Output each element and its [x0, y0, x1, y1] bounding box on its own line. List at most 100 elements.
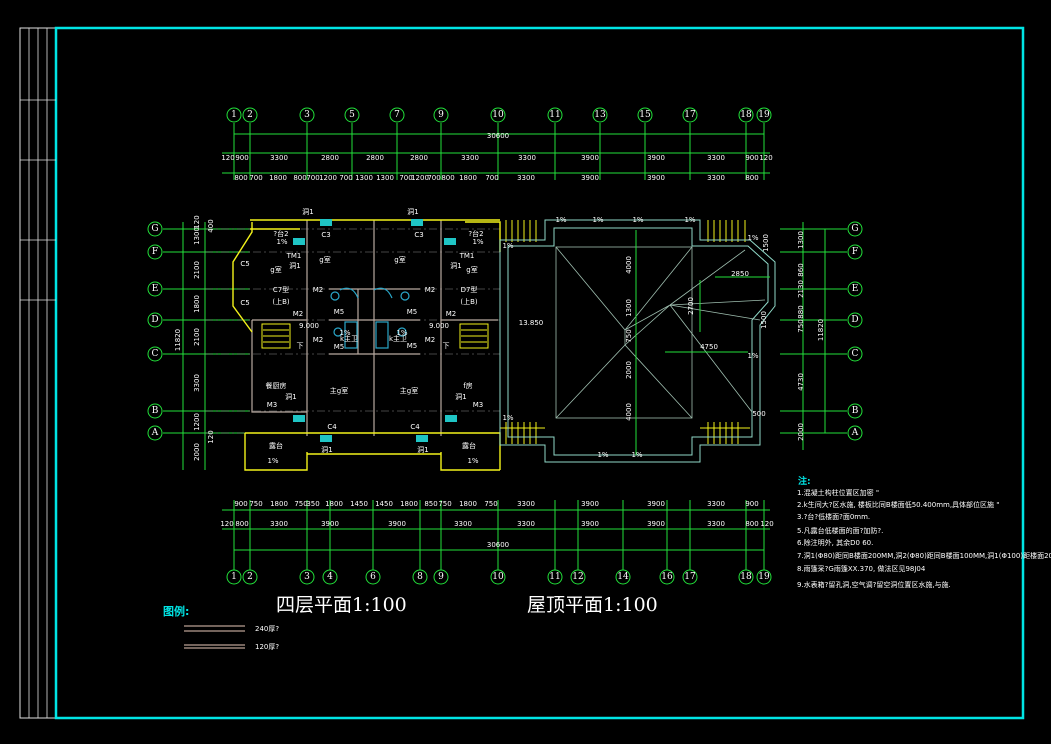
- dim-top-row1: 2800: [366, 154, 384, 162]
- dim-bottom-row2: 800: [745, 520, 758, 528]
- plan-label-slope: 1%: [339, 329, 350, 337]
- dim-bottom-row2: 3900: [581, 520, 599, 528]
- dim-bottom-row1: 1800: [400, 500, 418, 508]
- axis-bubble: [147, 221, 163, 237]
- dim-bottom-row2: 3300: [517, 520, 535, 528]
- title-strip: [20, 28, 56, 718]
- roof-label-slope: 1%: [502, 242, 513, 250]
- plan-label-f-room: f房: [463, 381, 472, 390]
- dim-bottom-row1: 1450: [350, 500, 368, 508]
- axis-bubble: [847, 403, 863, 419]
- axis-bubble: [389, 107, 405, 123]
- dim-top-row1: 3300: [461, 154, 479, 162]
- plan-label-slope: 1%: [276, 238, 287, 246]
- dim-top-row2: 700: [427, 174, 440, 182]
- roof-label-d2000: 2000: [625, 361, 633, 379]
- axis-label-top: 17: [684, 110, 696, 120]
- dim-top-row2: 700: [306, 174, 319, 182]
- plan-label-c4: C4: [410, 423, 420, 431]
- plan-label-m2: M2: [446, 310, 457, 318]
- axis-label-top: 7: [394, 110, 400, 120]
- roof-label-slope: 1%: [597, 451, 608, 459]
- axis-label-top: 3: [304, 110, 310, 120]
- axis-label-bottom: 2: [247, 572, 253, 582]
- plan-label-m3: M3: [473, 401, 484, 409]
- dim-top-row1: 3300: [270, 154, 288, 162]
- dim-bottom-row1: 750: [484, 500, 497, 508]
- plan-label-m2: M2: [293, 310, 304, 318]
- axis-bubble: [847, 346, 863, 362]
- axis-bubble: [847, 281, 863, 297]
- axis-bubble: [490, 107, 506, 123]
- plan-label-level: 9.000: [299, 322, 319, 330]
- dim-bottom-row2: 120: [220, 520, 233, 528]
- roof-label-d750: 750: [625, 329, 633, 342]
- plan-label-slope: 1%: [467, 457, 478, 465]
- axis-label-left: G: [151, 224, 158, 234]
- note-line: 6.除注明外, 其余D0 60.: [797, 538, 873, 547]
- dim-bottom-row2: 3300: [454, 520, 472, 528]
- dim-top-row2: 700: [249, 174, 262, 182]
- plan-label-room-g: g室: [270, 265, 281, 274]
- legend: 图例: 240厚? 120厚?: [163, 604, 279, 651]
- axis-bubble: [242, 569, 258, 585]
- axis-label-top: 1: [231, 110, 237, 120]
- dim-top-row2: 3900: [647, 174, 665, 182]
- roof-label-d1500: 1500: [760, 311, 768, 329]
- plan-label-master: 主g室: [330, 386, 348, 395]
- fourth-floor-title: 四层平面1:100: [276, 594, 407, 616]
- axis-label-left: E: [152, 284, 159, 294]
- axis-label-right: A: [851, 428, 859, 438]
- axis-label-bottom: 9: [438, 572, 444, 582]
- axis-label-top: 11: [549, 110, 560, 120]
- plan-label-door1: 洞1: [417, 445, 428, 454]
- plan-label-bath: k主卫: [389, 334, 407, 343]
- axis-label-left: B: [152, 406, 159, 416]
- axis-label-right: D: [851, 315, 858, 325]
- dim-top-row2: 1800: [459, 174, 477, 182]
- axis-bubble: [637, 107, 653, 123]
- axis-label-left: F: [152, 247, 158, 257]
- dim-bottom-row1: 1800: [270, 500, 288, 508]
- plan-label-door1: 洞1: [455, 392, 466, 401]
- axis-label-top: 5: [349, 110, 355, 120]
- dim-bottom-row1: 750: [438, 500, 451, 508]
- axis-bubble: [226, 107, 242, 123]
- dim-left: 120: [207, 430, 215, 443]
- note-line: 8.雨篷采?G雨篷XX.370, 做法区见98J04: [797, 564, 926, 573]
- plan-label-down: 下: [297, 342, 304, 350]
- axis-bubble: [242, 107, 258, 123]
- axis-label-top: 9: [438, 110, 444, 120]
- plan-label-door1: 洞1: [302, 207, 313, 216]
- axis-label-bottom: 6: [370, 572, 376, 582]
- note-line: 1.混凝土构柱位置区加密 ": [797, 488, 879, 497]
- dim-top-row1: 2800: [410, 154, 428, 162]
- note-line: 3.?台?低楼面?面0mm.: [797, 512, 870, 521]
- axis-bubble: [365, 569, 381, 585]
- axis-bubble: [738, 107, 754, 123]
- note-line: 7.洞1(Φ80)距同B楼面200MM,洞2(Φ80)距同B楼面100MM,洞1…: [797, 551, 1051, 560]
- drawing-frame: [54, 26, 1025, 720]
- legend-120-wall: 120厚?: [255, 643, 279, 651]
- dim-top-row2: 800: [234, 174, 247, 182]
- dim-top-row1: 3300: [518, 154, 536, 162]
- plan-label-m2: M2: [425, 286, 436, 294]
- axis-bubble: [847, 244, 863, 260]
- axis-bubble: [147, 346, 163, 362]
- plan-label-down: 下: [443, 342, 450, 350]
- plan-label-c4: C4: [327, 423, 337, 431]
- note-line: 9.水表箱?留孔洞,空气调?留空洞位置区水施,与施.: [797, 580, 951, 589]
- dim-bottom-row1: 350: [306, 500, 319, 508]
- dim-right: 880: [797, 305, 805, 318]
- dim-top-row2: 700: [485, 174, 498, 182]
- dim-total-top: 30600: [487, 132, 509, 140]
- notes-title: 注:: [798, 475, 811, 487]
- plan-label-m2: M2: [313, 336, 324, 344]
- axis-bubble: [322, 569, 338, 585]
- axis-label-bottom: 16: [661, 572, 673, 582]
- dim-bottom-row2: 3900: [388, 520, 406, 528]
- dim-left: 1300: [193, 227, 201, 245]
- axis-label-bottom: 1: [231, 572, 237, 582]
- plan-label-up-b: (上B): [460, 297, 478, 306]
